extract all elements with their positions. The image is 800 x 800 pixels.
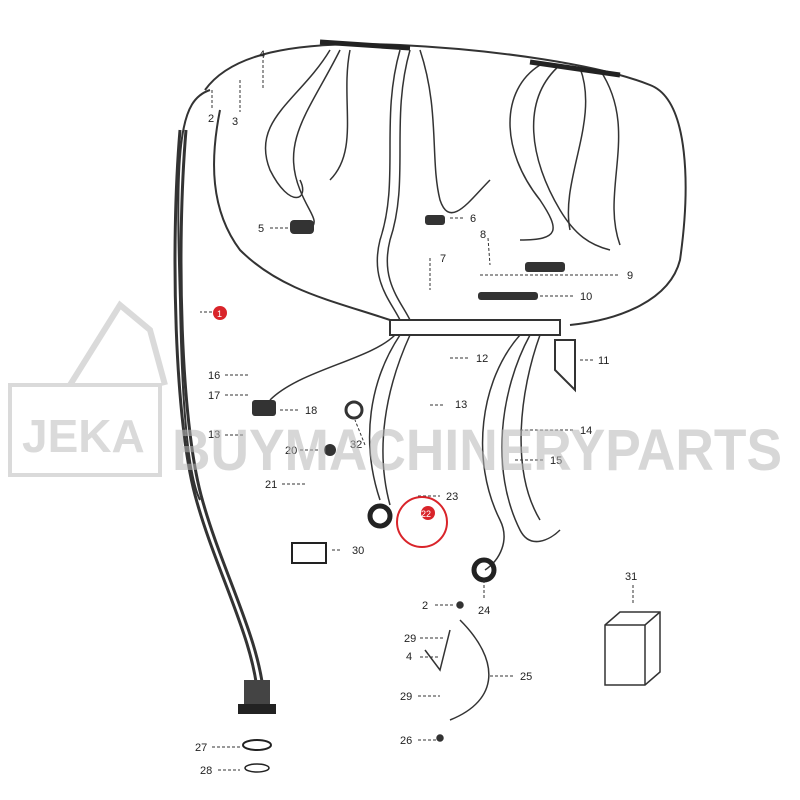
small-components: [252, 215, 576, 583]
callout-15: 15: [550, 455, 562, 467]
callout-24: 24: [478, 605, 490, 617]
callout-29a: 29: [404, 633, 416, 645]
callout-2: 2: [208, 113, 214, 125]
main-cable-lead: [173, 129, 266, 701]
callout-17: 17: [208, 390, 220, 402]
callout-28: 28: [200, 765, 212, 777]
callout-29b: 29: [400, 691, 412, 703]
callout-5: 5: [258, 223, 264, 235]
callout-22: 22: [421, 509, 431, 519]
callout-13b: 13: [455, 399, 467, 411]
callout-21: 21: [265, 479, 277, 491]
watermark-brand-text: BUYMACHINERYPARTS: [172, 418, 782, 483]
callout-23: 23: [446, 491, 458, 503]
watermark-logo-text: JEKA: [22, 410, 145, 462]
callout-31: 31: [625, 571, 637, 583]
callout-12: 12: [476, 353, 488, 365]
sub-harness-25: [424, 601, 490, 742]
callout-27: 27: [195, 742, 207, 754]
callout-4b: 4: [406, 651, 412, 663]
callout-8: 8: [480, 229, 486, 241]
branch-wires-top: [264, 49, 621, 321]
callout-marker-22: [421, 506, 435, 520]
callout-4: 4: [259, 49, 265, 61]
callout-9: 9: [627, 270, 633, 282]
excavator-icon: [67, 300, 168, 387]
callout-14: 14: [580, 425, 592, 437]
callout-26: 26: [400, 735, 412, 747]
callout-13: 13: [208, 429, 220, 441]
callout-marker-1: [213, 306, 227, 320]
highlight-circle-22: [396, 496, 448, 548]
callout-25: 25: [520, 671, 532, 683]
callout-3: 3: [232, 116, 238, 128]
main-harness-loop: [177, 43, 687, 501]
callout-2b: 2: [422, 600, 428, 612]
watermark-logo-frame: [8, 383, 162, 477]
corrugated-sleeve: [319, 39, 621, 78]
callout-30: 30: [352, 545, 364, 557]
callout-20: 20: [285, 445, 297, 457]
round-connector: [238, 680, 276, 773]
callout-16: 16: [208, 370, 220, 382]
callout-1: 1: [217, 309, 222, 319]
callout-32: 32: [350, 439, 362, 451]
watermark: JEKA BUYMACHINERYPARTS: [8, 300, 782, 483]
callout-7: 7: [440, 253, 446, 265]
callout-labels: 1 2 3 4 5 6 7 8 9 10 11 12 13 13 14 15 1…: [195, 49, 637, 777]
callout-10: 10: [580, 291, 592, 303]
leader-lines: [200, 60, 634, 771]
callout-11: 11: [598, 355, 609, 367]
callout-18: 18: [305, 405, 317, 417]
callout-6: 6: [470, 213, 476, 225]
branch-wires-bottom: [269, 334, 561, 571]
box-31: [604, 611, 661, 686]
